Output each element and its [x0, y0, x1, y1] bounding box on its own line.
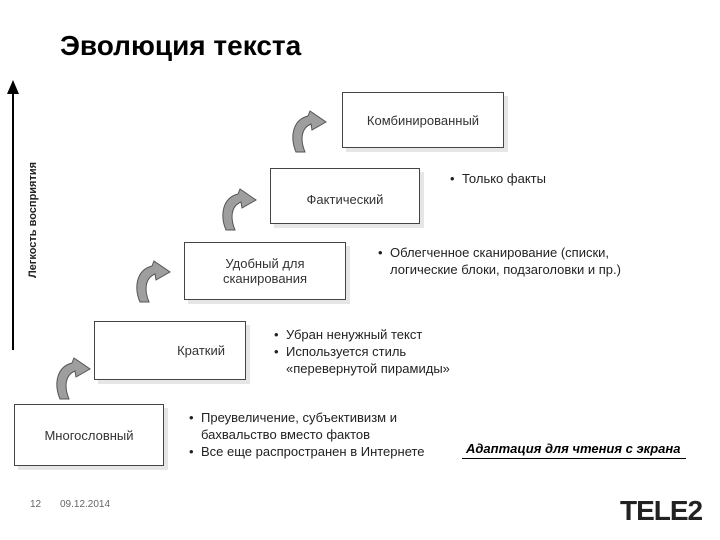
note-wordy-item: Преувеличение, субъективизм и бахвальств… — [189, 409, 447, 443]
note-concise: Убран ненужный текст Используется стиль … — [272, 326, 472, 377]
curved-arrow-icon — [292, 110, 327, 153]
curved-arrow-icon — [136, 260, 171, 303]
adaptation-label: Адаптация для чтения с экрана — [466, 441, 681, 456]
step-scannable: Удобный для сканирования — [184, 242, 346, 300]
note-factual: Только факты — [448, 170, 608, 187]
note-concise-item: Используется стиль «перевернутой пирамид… — [274, 343, 472, 377]
axis-label: Легкость восприятия — [27, 161, 39, 279]
step-combined-label: Комбинированный — [366, 112, 480, 128]
note-wordy: Преувеличение, субъективизм и бахвальств… — [187, 409, 447, 460]
axis-arrow-head — [7, 80, 19, 94]
step-factual: Фактический — [270, 168, 420, 224]
slide-date: 09.12.2014 — [60, 499, 111, 510]
step-scannable-label: Удобный для сканирования — [222, 256, 308, 286]
step-wordy-label: Многословный — [44, 427, 134, 443]
note-factual-item: Только факты — [450, 170, 608, 187]
note-wordy-item: Все еще распространен в Интернете — [189, 443, 447, 460]
step-concise-label: Краткий — [177, 343, 225, 358]
step-concise: Краткий — [94, 321, 246, 380]
note-concise-item: Убран ненужный текст — [274, 326, 472, 343]
step-combined: Комбинированный — [342, 92, 504, 148]
page-number: 12 — [30, 499, 42, 510]
page-title: Эволюция текста — [60, 30, 302, 61]
axis-line — [12, 92, 14, 350]
tele2-logo: TELE2 — [620, 495, 703, 526]
adaptation-underline — [462, 458, 686, 459]
step-wordy: Многословный — [14, 404, 164, 466]
curved-arrow-icon — [56, 357, 91, 400]
note-scannable: Облегченное сканирование (списки, логиче… — [376, 244, 638, 278]
curved-arrow-icon — [222, 188, 257, 231]
note-scannable-item: Облегченное сканирование (списки, логиче… — [378, 244, 638, 278]
step-factual-label: Фактический — [306, 191, 384, 207]
